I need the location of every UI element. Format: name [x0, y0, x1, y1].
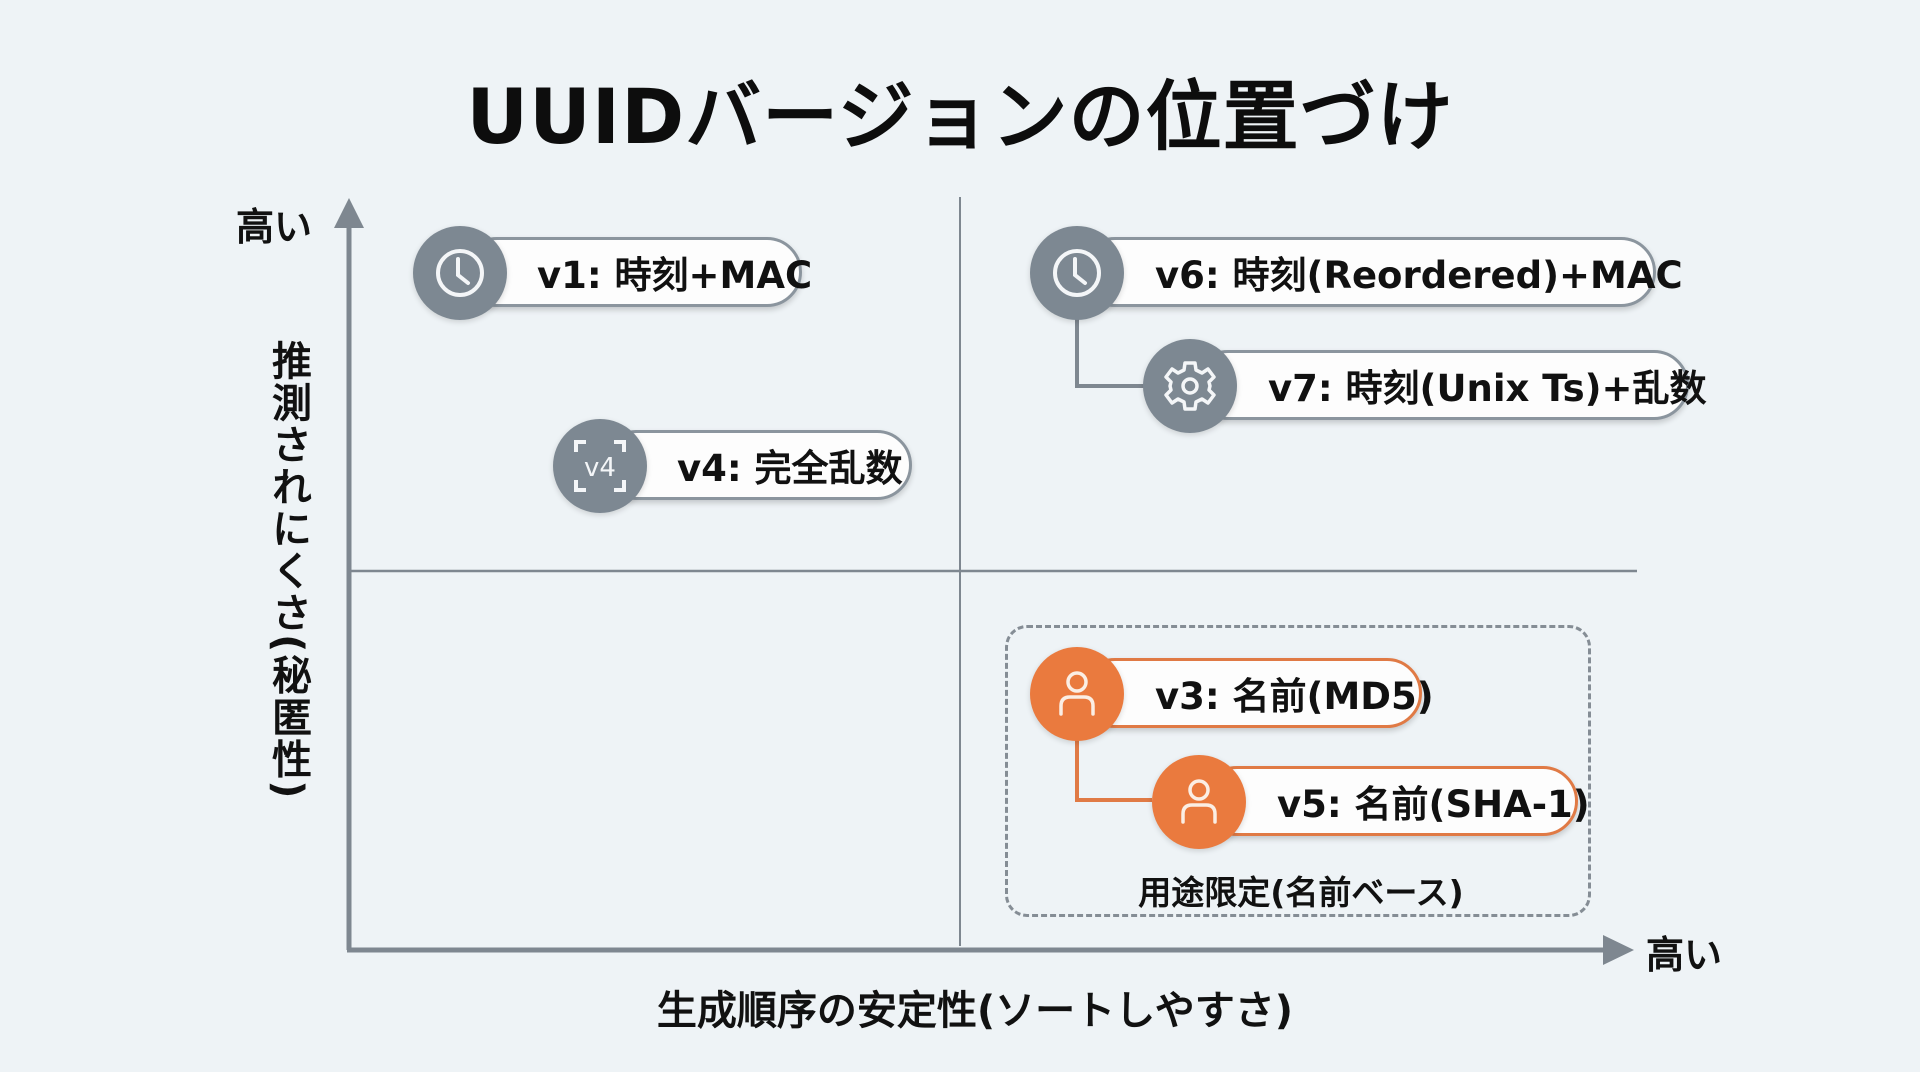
version-pill-v5: v5: 名前(SHA-1)	[1202, 766, 1590, 836]
version-pill-v7: v7: 時刻(Unix Ts)+乱数	[1193, 350, 1707, 420]
version-label: v1: 時刻+MAC	[537, 254, 813, 297]
group-caption: 用途限定(名前ベース)	[1138, 873, 1464, 912]
version-label: v6: 時刻(Reordered)+MAC	[1155, 254, 1683, 297]
v4-icon-text: v4	[584, 453, 616, 483]
version-pill-v3: v3: 名前(MD5)	[1080, 658, 1434, 728]
page-title: UUIDバージョンの位置づけ	[466, 72, 1454, 161]
version-pill-v4: v4: 完全乱数	[602, 430, 912, 500]
version-label: v5: 名前(SHA-1)	[1277, 783, 1590, 826]
connector-v6-v7	[1075, 310, 1152, 388]
user-icon	[1030, 647, 1124, 741]
version-pill-v6: v6: 時刻(Reordered)+MAC	[1080, 237, 1683, 307]
clock-icon	[1030, 226, 1124, 320]
x-axis-arrow	[1603, 935, 1634, 965]
x-axis-title: 生成順序の安定性(ソートしやすさ)	[656, 988, 1294, 1034]
user-icon	[1152, 755, 1246, 849]
y-axis-arrow	[334, 198, 364, 228]
version-pill-v1: v1: 時刻+MAC	[462, 237, 812, 307]
name-based-group-box	[1005, 625, 1591, 917]
connector-v3-v5	[1075, 730, 1152, 802]
x-axis-high-label: 高い	[1646, 933, 1723, 977]
version-label: v7: 時刻(Unix Ts)+乱数	[1268, 367, 1707, 410]
version-label: v3: 名前(MD5)	[1155, 675, 1434, 718]
y-axis-title: 推測されにくさ(秘匿性)	[265, 340, 311, 801]
version-label: v4: 完全乱数	[677, 447, 903, 490]
clock-icon	[413, 226, 507, 320]
y-axis-high-label: 高い	[236, 205, 313, 249]
gear-icon	[1143, 339, 1237, 433]
v4-frame-icon: v4	[553, 419, 647, 513]
